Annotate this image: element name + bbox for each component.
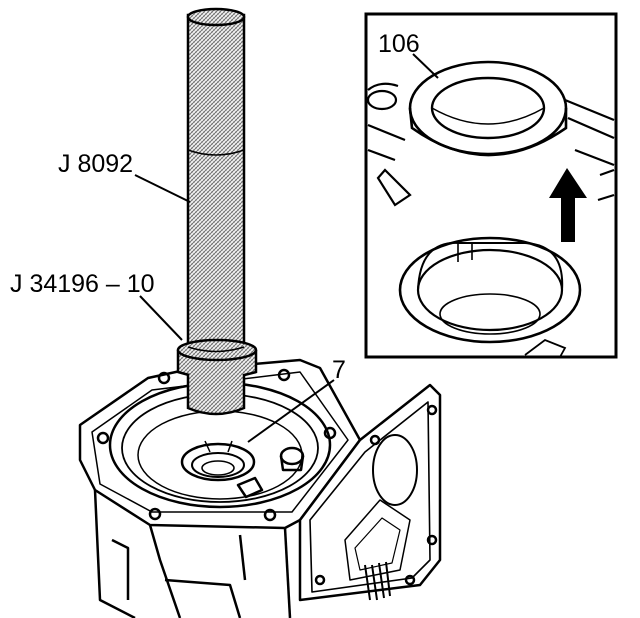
label-part-7: 7 xyxy=(332,356,346,384)
callout-lines xyxy=(134,53,439,443)
detail-inset xyxy=(364,12,618,359)
installer-tool-j8092 xyxy=(186,7,246,362)
seal-part-7 xyxy=(180,440,256,482)
arrow-up-icon xyxy=(549,168,587,242)
transmission-case xyxy=(78,358,442,618)
label-part-106: 106 xyxy=(378,30,420,58)
label-j8092: J 8092 xyxy=(58,150,133,178)
label-j34196-10: J 34196 – 10 xyxy=(10,270,155,298)
adapter-j34196-10 xyxy=(176,338,258,416)
